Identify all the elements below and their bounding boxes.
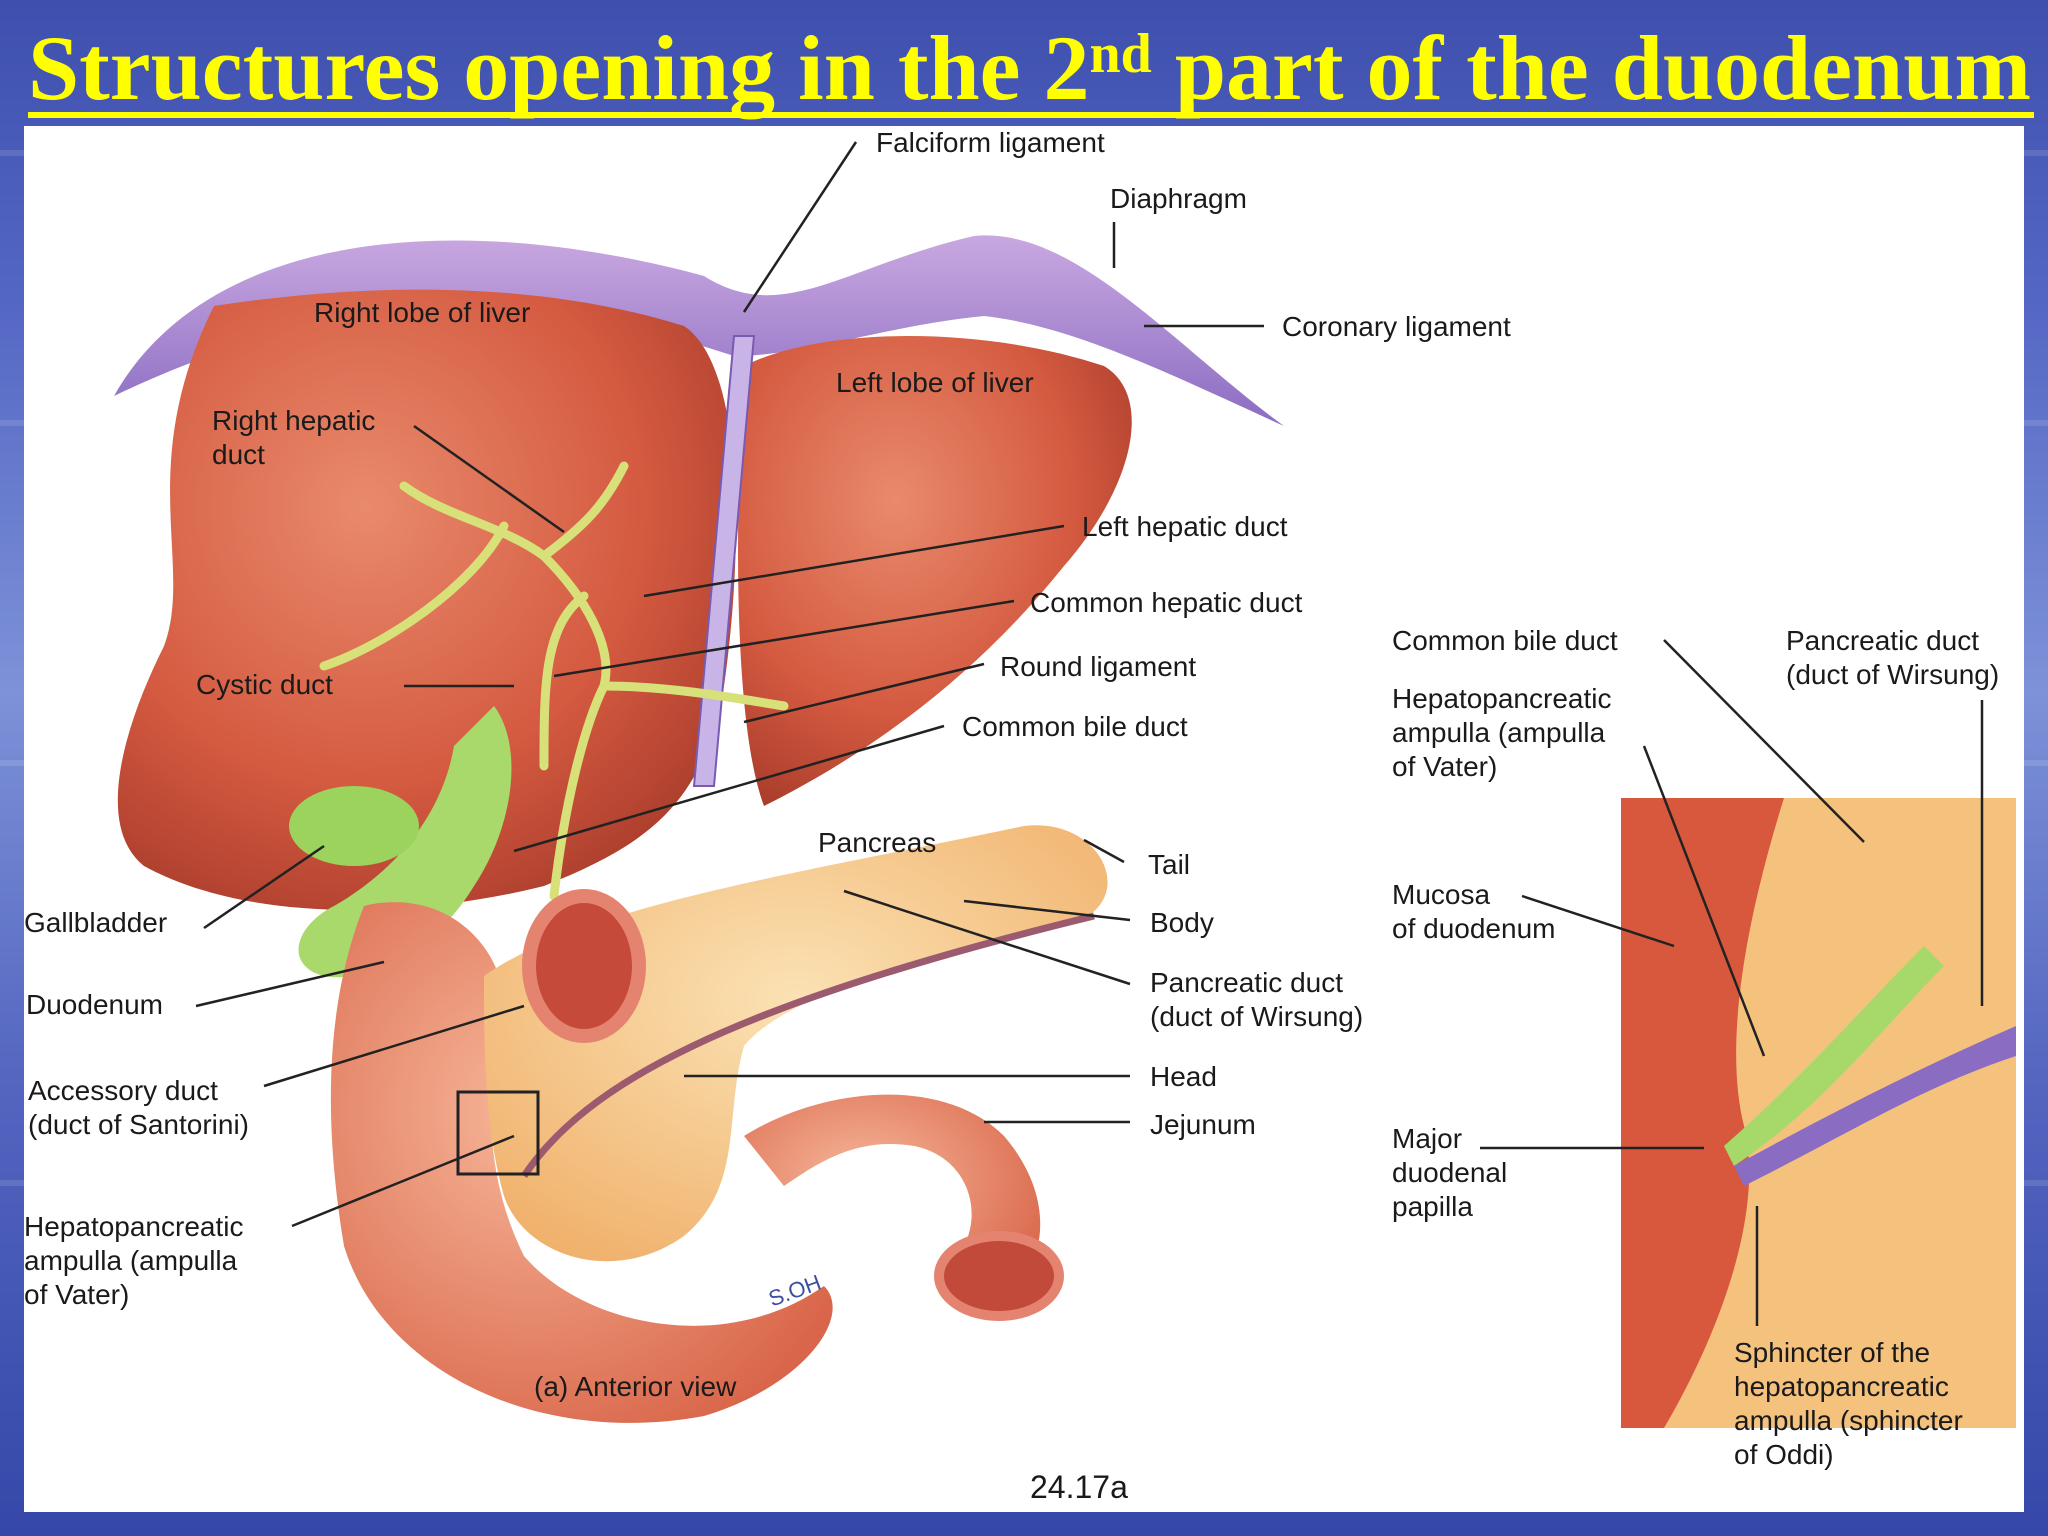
label-diaphragm: Diaphragm bbox=[1110, 183, 1247, 214]
label-falciform-ligament: Falciform ligament bbox=[876, 127, 1105, 158]
label-figure-number: 24.17a bbox=[1030, 1469, 1128, 1505]
label-ampulla-main: Hepatopancreatic ampulla (ampulla of Vat… bbox=[24, 1211, 244, 1310]
label-common-hepatic-duct: Common hepatic duct bbox=[1030, 587, 1303, 618]
inset-duodenal-wall bbox=[1621, 798, 1784, 1428]
label-major-papilla: Major duodenal papilla bbox=[1392, 1123, 1508, 1222]
label-pancreatic-duct: Pancreatic duct (duct of Wirsung) bbox=[1150, 967, 1364, 1032]
hepatic-ducts bbox=[319, 461, 789, 901]
duodenum-cut-ring bbox=[522, 889, 646, 1043]
slide-title: Structures opening in the 2nd part of th… bbox=[28, 17, 2032, 119]
label-body: Body bbox=[1150, 907, 1214, 938]
diaphragm-shape bbox=[114, 235, 1284, 426]
jejunum-opening bbox=[934, 1231, 1064, 1321]
falciform-shape bbox=[692, 335, 756, 787]
label-left-hepatic-duct: Left hepatic duct bbox=[1082, 511, 1288, 542]
gallbladder-shape bbox=[298, 706, 512, 978]
ampulla-box bbox=[456, 1090, 540, 1176]
label-anterior-view: (a) Anterior view bbox=[534, 1371, 737, 1402]
label-head: Head bbox=[1150, 1061, 1217, 1092]
anatomy-illustration bbox=[114, 141, 2016, 1428]
gallbladder-fundus bbox=[289, 786, 419, 866]
label-inset-ampulla: Hepatopancreatic ampulla (ampulla of Vat… bbox=[1392, 683, 1612, 782]
right-lobe-shape bbox=[117, 289, 736, 910]
label-common-bile-duct: Common bile duct bbox=[962, 711, 1188, 742]
label-tail: Tail bbox=[1148, 849, 1191, 880]
label-inset-common-bile-duct: Common bile duct bbox=[1392, 625, 1618, 656]
label-pancreas: Pancreas bbox=[818, 827, 937, 858]
left-lobe-shape bbox=[738, 336, 1132, 806]
inset-cbd bbox=[1724, 946, 1944, 1166]
duodenum-shape bbox=[330, 902, 833, 1423]
pancreatic-duct-path bbox=[521, 912, 1095, 1178]
label-cystic-duct: Cystic duct bbox=[196, 669, 333, 700]
inset-panc-duct bbox=[1734, 1026, 2016, 1186]
label-sphincter-oddi: Sphincter of the hepatopancreatic ampull… bbox=[1734, 1337, 1963, 1470]
label-coronary-ligament: Coronary ligament bbox=[1282, 311, 1511, 342]
label-inset-pancreatic-duct: Pancreatic duct (duct of Wirsung) bbox=[1786, 625, 2000, 690]
label-jejunum: Jejunum bbox=[1150, 1109, 1256, 1140]
label-accessory-duct: Accessory duct (duct of Santorini) bbox=[28, 1075, 249, 1140]
label-right-lobe: Right lobe of liver bbox=[314, 297, 531, 328]
title-underline bbox=[28, 112, 2034, 118]
label-right-hepatic-duct: Right hepatic duct bbox=[212, 405, 376, 470]
label-gallbladder: Gallbladder bbox=[24, 907, 168, 938]
jejunum-shape bbox=[744, 1094, 1041, 1306]
label-mucosa: Mucosa of duodenum bbox=[1392, 879, 1556, 944]
leader-lines bbox=[195, 141, 1984, 1326]
label-round-ligament: Round ligament bbox=[1000, 651, 1197, 682]
label-left-lobe: Left lobe of liver bbox=[836, 367, 1034, 398]
figure-panel: Falciform ligament Diaphragm Coronary li… bbox=[24, 126, 2024, 1512]
label-duodenum: Duodenum bbox=[26, 989, 163, 1020]
